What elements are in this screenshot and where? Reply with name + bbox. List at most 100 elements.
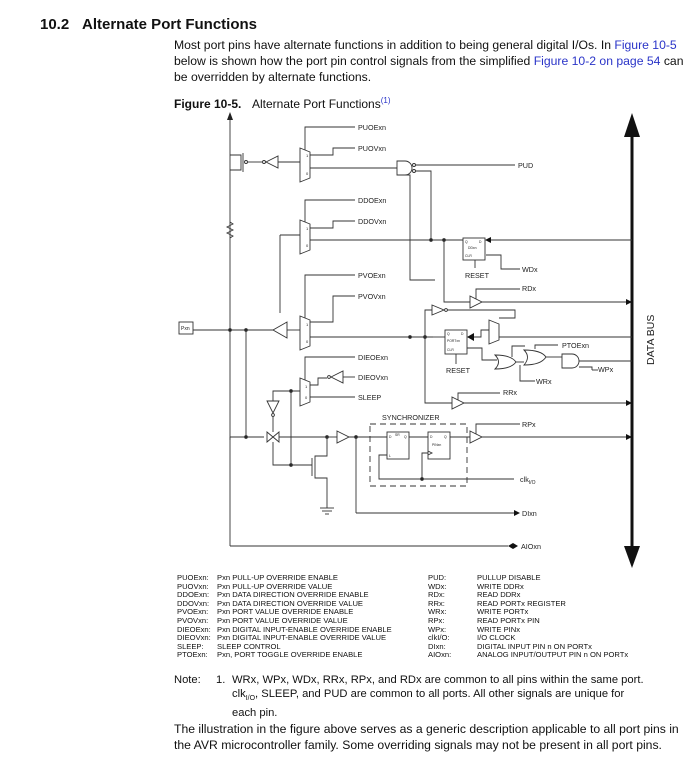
legend-desc: Pxn DIGITAL INPUT-ENABLE OVERRIDE ENABLE <box>217 624 392 634</box>
legend-row: PVOExn: Pxn PORT VALUE OVERRIDE ENABLE <box>177 608 392 617</box>
svg-text:CLR: CLR <box>465 254 472 258</box>
svg-text:0: 0 <box>306 339 309 344</box>
signal-puovxn: PUOVxn <box>358 144 386 153</box>
svg-text:1: 1 <box>306 153 309 158</box>
legend-desc: WRITE DDRx <box>477 581 524 591</box>
svg-text:PORTxn: PORTxn <box>447 339 460 343</box>
bidirectional-arrow-icon <box>508 543 518 549</box>
svg-text:Q: Q <box>444 435 447 439</box>
figure-caption: Figure 10-5. Alternate Port Functions(1) <box>174 96 391 111</box>
legend-row: PVOVxn:Pxn PORT VALUE OVERRIDE VALUE <box>177 615 392 626</box>
pxn-pin <box>178 321 194 335</box>
signal-dieovxn: DIEOVxn <box>358 373 388 382</box>
data-bus: DATA BUS <box>624 113 657 568</box>
legend-key: PUOVxn: <box>177 581 209 591</box>
svg-text:D: D <box>389 435 392 439</box>
data-bus-label: DATA BUS <box>645 315 657 365</box>
legend-desc: Pxn PORT VALUE OVERRIDE ENABLE <box>217 607 354 617</box>
port-reset-label: RESET <box>446 366 471 375</box>
svg-text:D: D <box>479 240 482 244</box>
legend-desc: Pxn DATA DIRECTION OVERRIDE VALUE <box>217 598 363 608</box>
latch <box>386 431 410 460</box>
figure-label: Figure 10-5. <box>174 97 242 111</box>
figure-title: Alternate Port Functions <box>252 97 381 111</box>
inverter-icon <box>264 155 279 169</box>
signal-ddovxn: DDOVxn <box>358 217 386 226</box>
legend-row: DIEOExn:Pxn DIGITAL INPUT-ENABLE OVERRID… <box>177 624 392 635</box>
svg-text:DDxn: DDxn <box>468 246 477 250</box>
and-gate-pud <box>396 160 413 176</box>
legend-row: clkI/O:I/O CLOCK <box>428 634 628 643</box>
legend-desc: WRITE PORTx <box>477 607 529 617</box>
signal-pvoexn: PVOExn <box>358 271 386 280</box>
svg-text:Q: Q <box>465 240 468 244</box>
legend-key: DIxn: <box>428 641 446 651</box>
svg-text:1: 1 <box>305 384 308 389</box>
legend-desc: SLEEP CONTROL <box>217 641 281 651</box>
signal-rpx: RPx <box>522 420 536 429</box>
legend-desc: Pxn PULL-UP OVERRIDE ENABLE <box>217 573 338 582</box>
legend-key: PUD: <box>428 573 447 582</box>
port-functions-diagram: DATA BUS 1 0 PUOExn PUOVxn PUD 1 0 DDOEx… <box>178 112 657 568</box>
legend-key: RDx: <box>428 590 445 600</box>
svg-text:0: 0 <box>306 243 309 248</box>
figure-10-2-link[interactable]: Figure 10-2 on page 54 <box>533 54 661 68</box>
legend-row: DDOVxn: Pxn DATA DIRECTION OVERRIDE VALUE <box>177 598 392 609</box>
legend-row: PUOExn: Pxn PULL-UP OVERRIDE ENABLE <box>177 573 392 583</box>
legend-key: PVOExn: <box>177 607 209 617</box>
legend-key: PVOVxn: <box>177 615 209 625</box>
svg-text:1: 1 <box>306 322 309 327</box>
legend-key: WRx: <box>428 607 447 617</box>
svg-text:Pxn: Pxn <box>181 326 190 332</box>
or-gate-1 <box>493 354 517 370</box>
legend-desc: ANALOG INPUT/OUTPUT PIN n ON PORTx <box>477 650 629 660</box>
legend-key: AIOxn: <box>428 650 452 660</box>
legend-key: WPx: <box>428 624 447 634</box>
svg-text:SR: SR <box>395 433 400 437</box>
pullup-resistor-icon <box>225 221 235 239</box>
svg-text:Q: Q <box>447 332 450 336</box>
legend-key: PUOExn: <box>177 573 209 582</box>
svg-text:0: 0 <box>305 395 308 400</box>
note-index: 1. <box>216 674 226 686</box>
mux-toggle <box>488 319 500 345</box>
legend-key: PTOExn: <box>177 650 208 660</box>
svg-text:Q: Q <box>404 435 407 439</box>
signal-dixn: DIxn <box>522 509 537 518</box>
legend-desc: DIGITAL INPUT PIN n ON PORTx <box>477 641 592 651</box>
signal-wrx: WRx <box>536 377 552 386</box>
figure-10-5-link[interactable]: Figure 10-5 <box>614 38 677 52</box>
legend-row: AIOxn: ANALOG INPUT/OUTPUT PIN n ON PORTx <box>428 651 628 660</box>
mux-pvo <box>299 315 311 351</box>
signal-sleep: SLEEP <box>358 393 381 402</box>
mux-puo <box>299 147 311 183</box>
legend-key: RPx: <box>428 615 445 625</box>
legend-desc: Pxn DIGITAL INPUT-ENABLE OVERRIDE VALUE <box>217 633 387 643</box>
signal-aioxn: AIOxn <box>521 542 541 551</box>
legend-desc: PULLUP DISABLE <box>477 573 541 582</box>
mux-ddo <box>299 219 311 255</box>
pin-register <box>427 431 451 460</box>
intro-text: below is shown how the port pin control … <box>174 54 534 68</box>
svg-text:PINxn: PINxn <box>432 443 441 447</box>
footnote-ref[interactable]: (1) <box>380 96 391 105</box>
legend-row: DIEOVxn:Pxn DIGITAL INPUT-ENABLE OVERRID… <box>177 634 392 643</box>
signal-rrx: RRx <box>503 388 517 397</box>
signal-wdx: WDx <box>522 265 538 274</box>
note-text: WRx, WPx, WDx, RRx, RPx, and RDx are com… <box>232 674 644 720</box>
legend-desc: Pxn PULL-UP OVERRIDE VALUE <box>217 581 333 591</box>
legend-row: PTOExn:Pxn, PORT TOGGLE OVERRIDE ENABLE <box>177 651 392 660</box>
bus-arrow-down-icon <box>624 546 640 568</box>
signal-ptoexn: PTOExn <box>562 341 589 350</box>
legend-key: DDOVxn: <box>177 598 210 608</box>
legend-desc: I/O CLOCK <box>477 633 516 643</box>
section-title: Alternate Port Functions <box>82 16 258 33</box>
mux-dieo <box>299 377 311 407</box>
svg-text:0: 0 <box>306 171 309 176</box>
legend-row: PUOVxn: Pxn PULL-UP OVERRIDE VALUE <box>177 581 392 592</box>
svg-text:CLR: CLR <box>447 348 454 352</box>
svg-text:D: D <box>461 332 464 336</box>
ddr-reset-label: RESET <box>465 271 490 280</box>
vcc-arrow-icon <box>227 112 233 120</box>
